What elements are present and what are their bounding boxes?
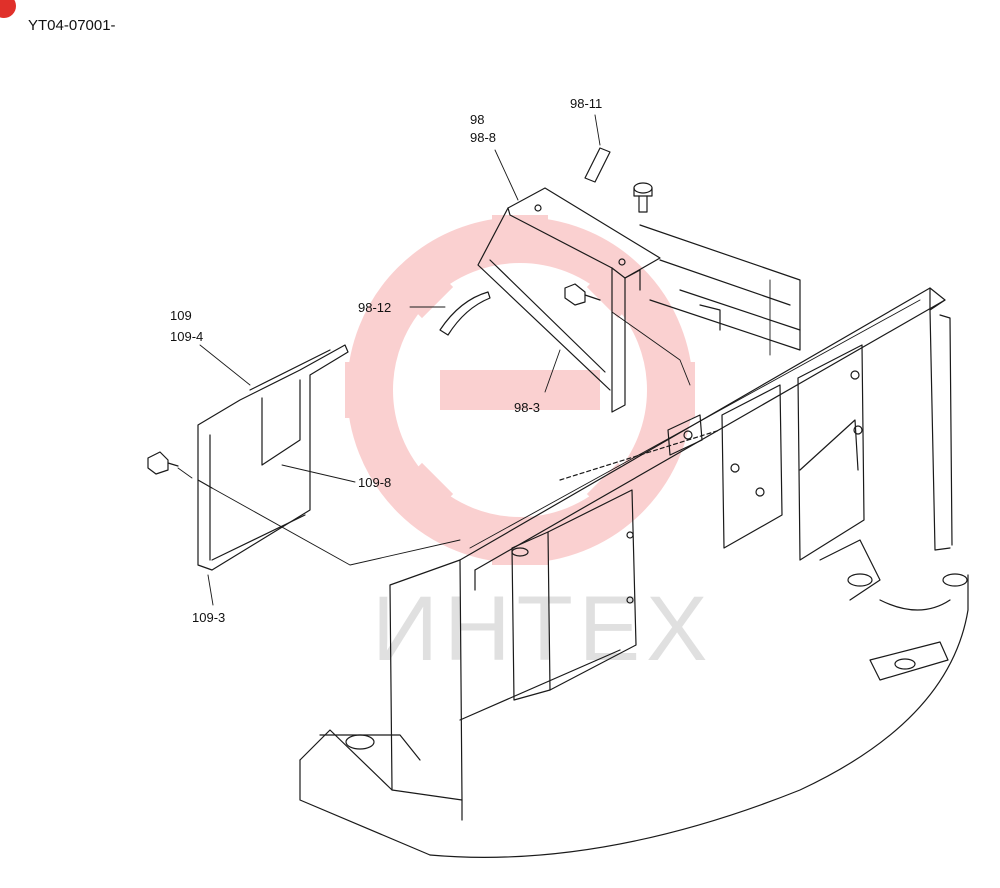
bolt-109-icon: [147, 451, 179, 475]
label-98-3: 98-3: [514, 400, 540, 415]
bracket-98: [477, 187, 691, 413]
watermark-text: ИНТЕХ: [372, 578, 714, 680]
header-code: YT04-07001-: [28, 17, 116, 34]
corner-badge-icon: [0, 0, 16, 18]
seal-98-12: [439, 291, 491, 336]
nut-bolt-icon: [564, 283, 601, 306]
leader-lines: [177, 114, 601, 606]
label-109-3: 109-3: [192, 610, 225, 625]
watermark-logo: [345, 215, 695, 565]
label-109-4: 109-4: [170, 329, 203, 344]
label-109: 109: [170, 308, 192, 323]
label-98-8: 98-8: [470, 130, 496, 145]
label-98-11: 98-11: [570, 96, 602, 111]
machine-frame: [299, 224, 969, 858]
label-109-8: 109-8: [358, 475, 391, 490]
label-98: 98: [470, 112, 484, 127]
label-98-12: 98-12: [358, 300, 391, 315]
bolt-icon: [633, 182, 653, 213]
cover-109: [197, 344, 461, 571]
clip-98-11: [584, 147, 611, 183]
